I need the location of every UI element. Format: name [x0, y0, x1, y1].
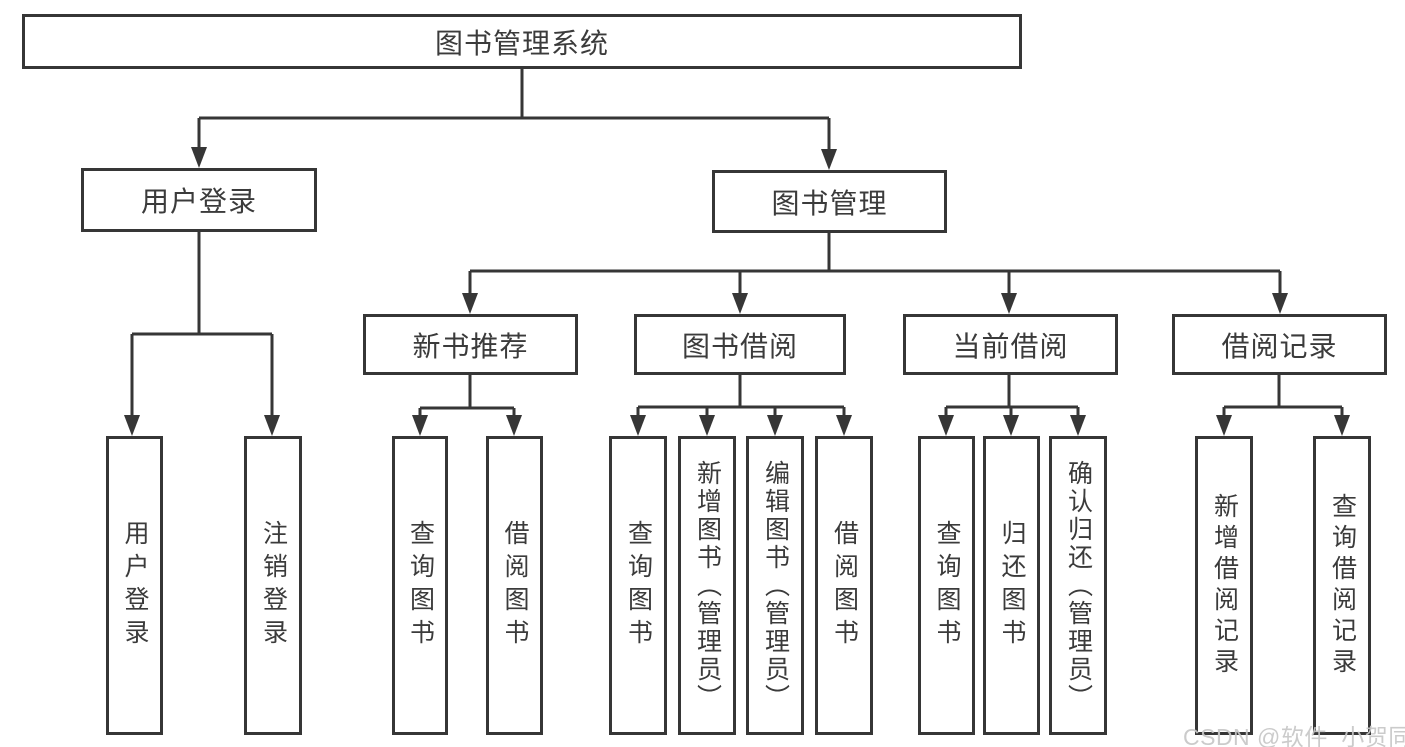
- leaf-bb-edit-books-admin: 编辑图书（管理员）: [746, 436, 804, 735]
- leaf-br-add-borrow-record: 新增借阅记录: [1195, 436, 1253, 735]
- leaf-cb-confirm-return-admin: 确认归还（管理员）: [1049, 436, 1107, 735]
- leaf-cb-query-books-label: 查询图书: [933, 519, 961, 652]
- leaf-br-query-borrow-record-label: 查询借阅记录: [1328, 492, 1357, 679]
- leaf-bb-edit-books-admin-label: 编辑图书（管理员）: [761, 459, 790, 712]
- node-current-borrowing: 当前借阅: [903, 314, 1118, 375]
- leaf-logout-login-label: 注销登录: [259, 519, 288, 652]
- node-new-book-recommendation: 新书推荐: [363, 314, 578, 375]
- leaf-bb-borrow-books-label: 借阅图书: [830, 519, 859, 652]
- leaf-bb-add-books-admin-label: 新增图书（管理员）: [693, 459, 722, 712]
- leaf-nbr-borrow-books-label: 借阅图书: [501, 519, 529, 652]
- leaf-user-login: 用户登录: [106, 436, 163, 735]
- node-book-borrowing: 图书借阅: [634, 314, 846, 375]
- node-library-management-system: 图书管理系统: [22, 14, 1022, 69]
- leaf-bb-add-books-admin: 新增图书（管理员）: [678, 436, 736, 735]
- leaf-nbr-query-books-label: 查询图书: [406, 519, 435, 652]
- leaf-nbr-borrow-books: 借阅图书: [486, 436, 543, 735]
- node-user-login: 用户登录: [81, 168, 317, 232]
- leaf-nbr-query-books: 查询图书: [392, 436, 448, 735]
- leaf-logout-login: 注销登录: [244, 436, 302, 735]
- node-book-management: 图书管理: [712, 170, 947, 233]
- leaf-bb-borrow-books: 借阅图书: [815, 436, 873, 735]
- leaf-cb-confirm-return-admin-label: 确认归还（管理员）: [1064, 459, 1093, 712]
- watermark: CSDN @软件_小贺同学: [1183, 724, 1405, 747]
- leaf-bb-query-books-label: 查询图书: [624, 519, 653, 652]
- leaf-user-login-label: 用户登录: [121, 519, 149, 652]
- node-borrowing-records: 借阅记录: [1172, 314, 1387, 375]
- leaf-br-query-borrow-record: 查询借阅记录: [1313, 436, 1371, 735]
- leaf-bb-query-books: 查询图书: [609, 436, 667, 735]
- leaf-br-add-borrow-record-label: 新增借阅记录: [1210, 492, 1239, 679]
- leaf-cb-query-books: 查询图书: [918, 436, 975, 735]
- leaf-cb-return-books-label: 归还图书: [998, 519, 1026, 652]
- leaf-cb-return-books: 归还图书: [983, 436, 1040, 735]
